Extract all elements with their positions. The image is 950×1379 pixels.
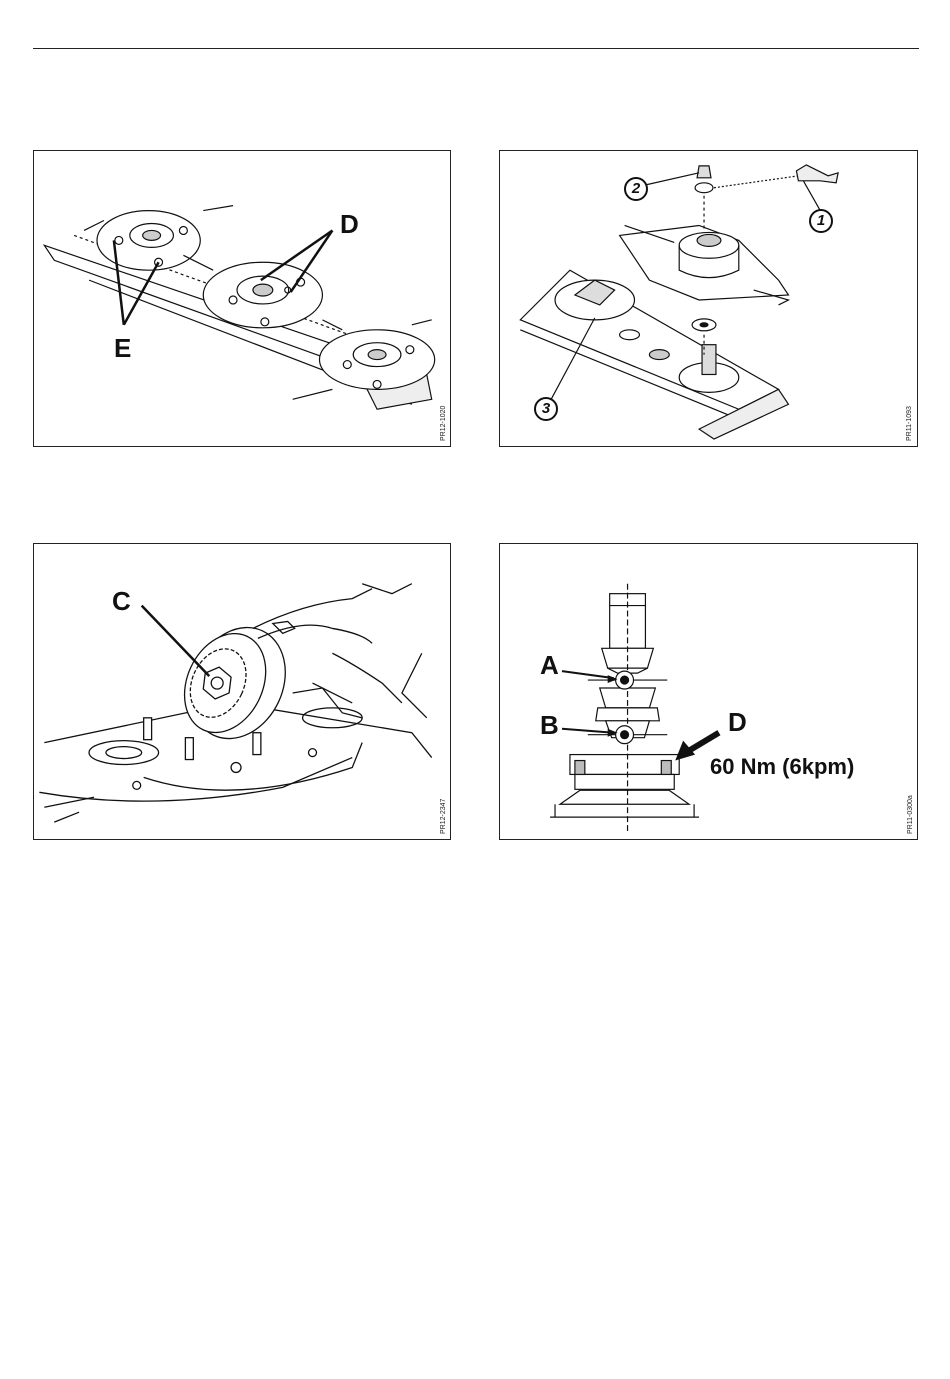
disc-exploded-illustration [500, 151, 917, 446]
figure-ref: PR11-0300a [907, 795, 914, 834]
header-rule [33, 48, 919, 49]
callout-d: D [728, 707, 747, 738]
callout-e: E [114, 333, 131, 364]
callout-3: 3 [534, 397, 558, 421]
figure-ref: PR12-2347 [440, 799, 447, 834]
callout-2: 2 [624, 177, 648, 201]
shaft-torque-illustration [500, 544, 917, 839]
callout-1: 1 [809, 209, 833, 233]
torque-spec: 60 Nm (6kpm) [710, 754, 854, 780]
callout-b: B [540, 710, 559, 741]
figure-ref: PR11-1093 [906, 406, 913, 441]
gear-removal-illustration [34, 544, 450, 839]
callout-a: A [540, 650, 559, 681]
callout-c: C [112, 586, 131, 617]
figure-shaft-torque: A B D 60 Nm (6kpm) PR11-0300a [499, 543, 918, 840]
callout-d: D [340, 209, 359, 240]
figure-disc-exploded: 2 1 3 PR11-1093 [499, 150, 918, 447]
figure-disc-bolts: D E PR12-1020 [33, 150, 451, 447]
figure-gear-removal: C PR12-2347 [33, 543, 451, 840]
figure-ref: PR12-1020 [440, 406, 447, 441]
disc-bolts-illustration [34, 151, 450, 446]
